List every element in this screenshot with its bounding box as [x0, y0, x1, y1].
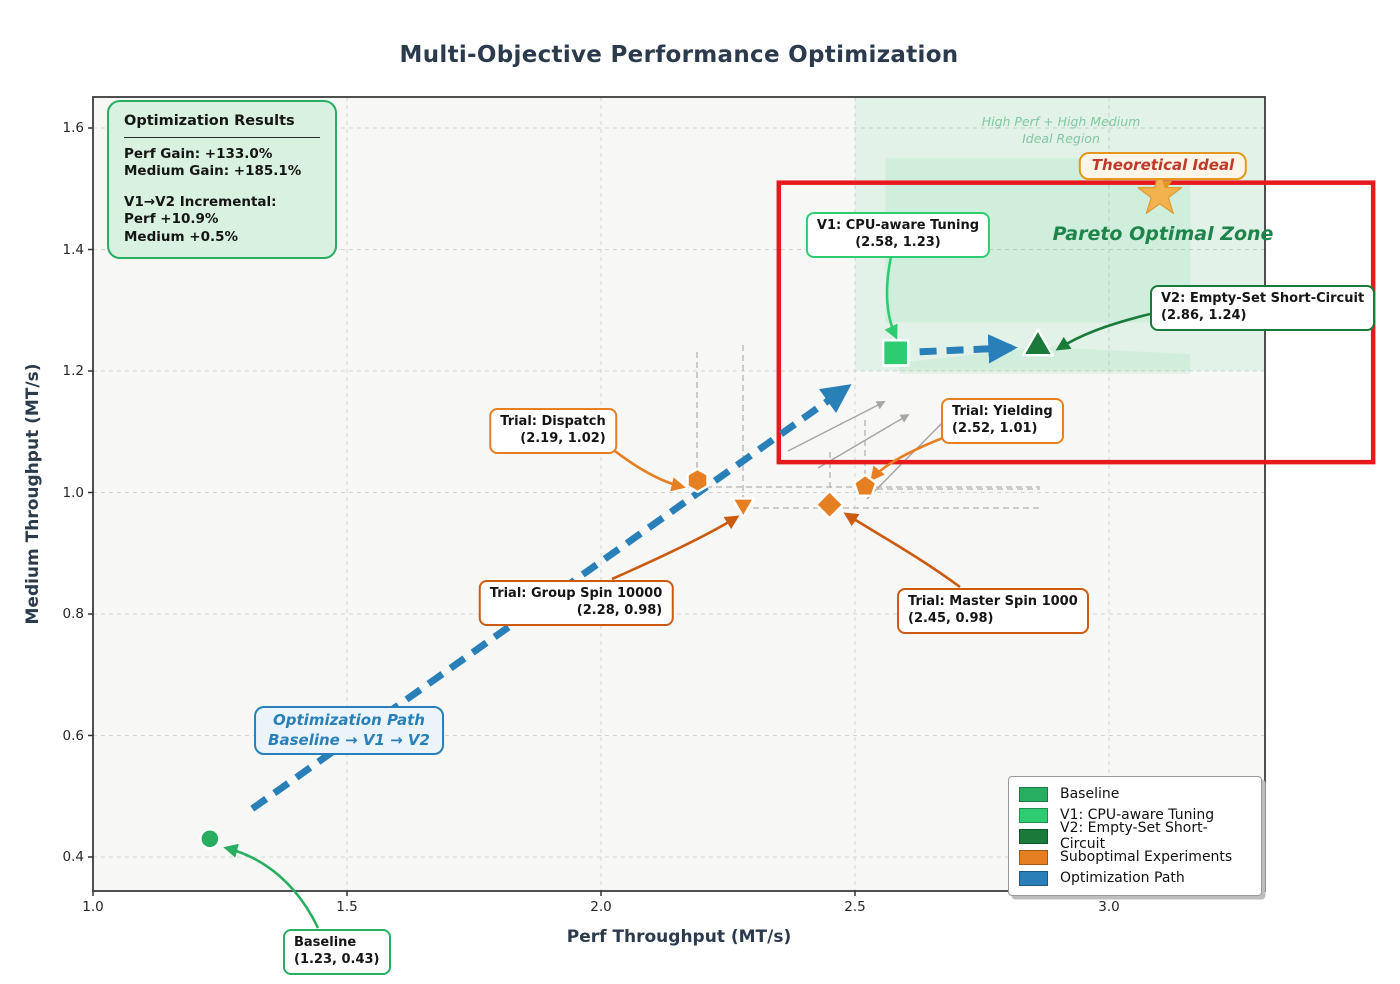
annotation-master-spin-coords: (2.45, 0.98): [908, 610, 994, 626]
marker-v1: [881, 339, 910, 367]
legend-item-path: Optimization Path: [1019, 869, 1251, 887]
results-incremental-heading: V1→V2 Incremental:: [124, 193, 277, 210]
annotation-leader-arrow: [843, 512, 961, 589]
improvement-arrow: [866, 413, 952, 500]
results-spacer: [124, 181, 320, 194]
improvement-arrow: [817, 414, 910, 469]
y-tick-label: 0.8: [62, 606, 84, 622]
annotation-dispatch-coords: (2.19, 1.02): [520, 430, 606, 446]
annotation-dispatch: Trial: Dispatch (2.19, 1.02): [489, 408, 617, 454]
results-heading: Optimization Results: [124, 113, 295, 129]
legend-swatch-baseline: [1019, 786, 1048, 802]
legend-item-baseline: Baseline: [1019, 785, 1251, 803]
improvement-arrow: [787, 401, 886, 452]
annotation-v2-coords: (2.86, 1.24): [1161, 307, 1247, 323]
results-divider: [124, 136, 320, 138]
theoretical-ideal-star: [1137, 171, 1183, 214]
optimization-path-label-line2: Baseline → V1 → V2: [268, 730, 430, 749]
annotation-v2: V2: Empty-Set Short-Circuit (2.86, 1.24): [1150, 285, 1376, 331]
y-axis-label: Medium Throughput (MT/s): [23, 363, 43, 625]
marker-group_spin: [731, 497, 756, 519]
annotation-leader-arrow: [611, 515, 740, 581]
annotation-leader-arrow: [605, 442, 686, 492]
x-tick-label: 2.0: [590, 899, 612, 915]
annotation-baseline: Baseline (1.23, 0.43): [283, 929, 391, 975]
y-tick-label: 1.2: [62, 363, 84, 379]
optimization-path-label: Optimization Path Baseline → V1 → V2: [254, 706, 444, 755]
results-incremental-perf: Perf +10.9%: [124, 211, 219, 228]
legend-swatch-path: [1019, 870, 1048, 886]
legend-item-v2: V2: Empty-Set Short-Circuit: [1019, 820, 1251, 852]
legend-label-v2: V2: Empty-Set Short-Circuit: [1060, 820, 1208, 852]
legend: Baseline V1: CPU-aware Tuning V2: Empty-…: [1008, 776, 1262, 896]
annotation-baseline-label: Baseline: [294, 935, 357, 950]
pareto-zone-label: Pareto Optimal Zone: [1052, 223, 1274, 245]
results-medium-gain: Medium Gain: +185.1%: [124, 163, 302, 180]
marker-dispatch: [686, 467, 709, 494]
annotation-leader-arrow: [884, 251, 898, 340]
annotation-group-spin: Trial: Group Spin 10000 (2.28, 0.98): [478, 580, 674, 626]
optimization-results-box: Optimization Results Perf Gain: +133.0% …: [107, 100, 337, 259]
frontier-fill: [899, 347, 1190, 374]
annotation-group-spin-coords: (2.28, 0.98): [576, 602, 663, 618]
legend-swatch-suboptimal: [1019, 849, 1048, 865]
annotation-yielding: Trial: Yielding (2.52, 1.01): [941, 398, 1064, 444]
y-tick-label: 0.4: [62, 849, 84, 865]
annotation-yielding-coords: (2.52, 1.01): [952, 420, 1038, 436]
x-tick-label: 2.5: [844, 899, 866, 915]
annotation-v1-label: V1: CPU-aware Tuning: [816, 218, 980, 233]
annotation-master-spin-label: Trial: Master Spin 1000: [908, 594, 1078, 609]
annotation-group-spin-label: Trial: Group Spin 10000: [489, 586, 663, 601]
optimization-path-label-line1: Optimization Path: [273, 711, 425, 729]
legend-label-suboptimal: Suboptimal Experiments: [1060, 849, 1233, 865]
annotation-v1: V1: CPU-aware Tuning (2.58, 1.23): [805, 212, 991, 258]
x-tick-label: 3.0: [1098, 899, 1120, 915]
legend-item-v1: V1: CPU-aware Tuning: [1019, 806, 1251, 824]
annotation-dispatch-label: Trial: Dispatch: [500, 414, 606, 429]
legend-swatch-v2: [1019, 828, 1048, 844]
legend-item-suboptimal: Suboptimal Experiments: [1019, 848, 1251, 866]
x-tick-label: 1.0: [82, 899, 104, 915]
annotation-master-spin: Trial: Master Spin 1000 (2.45, 0.98): [897, 588, 1089, 634]
annotation-v1-coords: (2.58, 1.23): [855, 234, 941, 250]
ideal-region-label-line1: High Perf + High Medium: [981, 114, 1141, 130]
y-tick-label: 0.6: [62, 727, 84, 744]
marker-v2: [1022, 328, 1054, 357]
y-tick-label: 1.0: [62, 484, 84, 501]
marker-yielding: [853, 473, 878, 497]
annotation-v2-label: V2: Empty-Set Short-Circuit: [1161, 291, 1365, 306]
y-tick-label: 1.4: [62, 241, 84, 258]
optimization-path-segment: [919, 334, 1018, 364]
x-tick-label: 1.5: [336, 899, 358, 915]
results-incremental-medium: Medium +0.5%: [124, 229, 239, 246]
annotation-leader-arrow: [1055, 312, 1151, 351]
ideal-region-label: High Perf + High Medium Ideal Region: [982, 114, 1141, 148]
annotation-baseline-coords: (1.23, 0.43): [294, 951, 380, 967]
legend-swatch-v1: [1019, 807, 1048, 823]
marker-baseline: [199, 828, 221, 850]
theoretical-ideal-box: Theoretical Ideal: [1078, 152, 1248, 180]
x-axis-label: Perf Throughput (MT/s): [566, 927, 792, 947]
legend-label-v1: V1: CPU-aware Tuning: [1060, 807, 1215, 823]
legend-label-baseline: Baseline: [1060, 786, 1120, 802]
ideal-region-label-line2: Ideal Region: [1022, 131, 1100, 146]
axes-spines: [92, 96, 1266, 892]
legend-label-path: Optimization Path: [1060, 870, 1185, 886]
marker-master_spin: [814, 490, 845, 520]
annotation-leader-arrow: [223, 843, 320, 929]
annotation-yielding-label: Trial: Yielding: [952, 404, 1053, 419]
results-perf-gain: Perf Gain: +133.0%: [124, 145, 273, 162]
y-tick-label: 1.6: [62, 120, 84, 136]
chart-title: Multi-Objective Performance Optimization: [399, 42, 959, 68]
